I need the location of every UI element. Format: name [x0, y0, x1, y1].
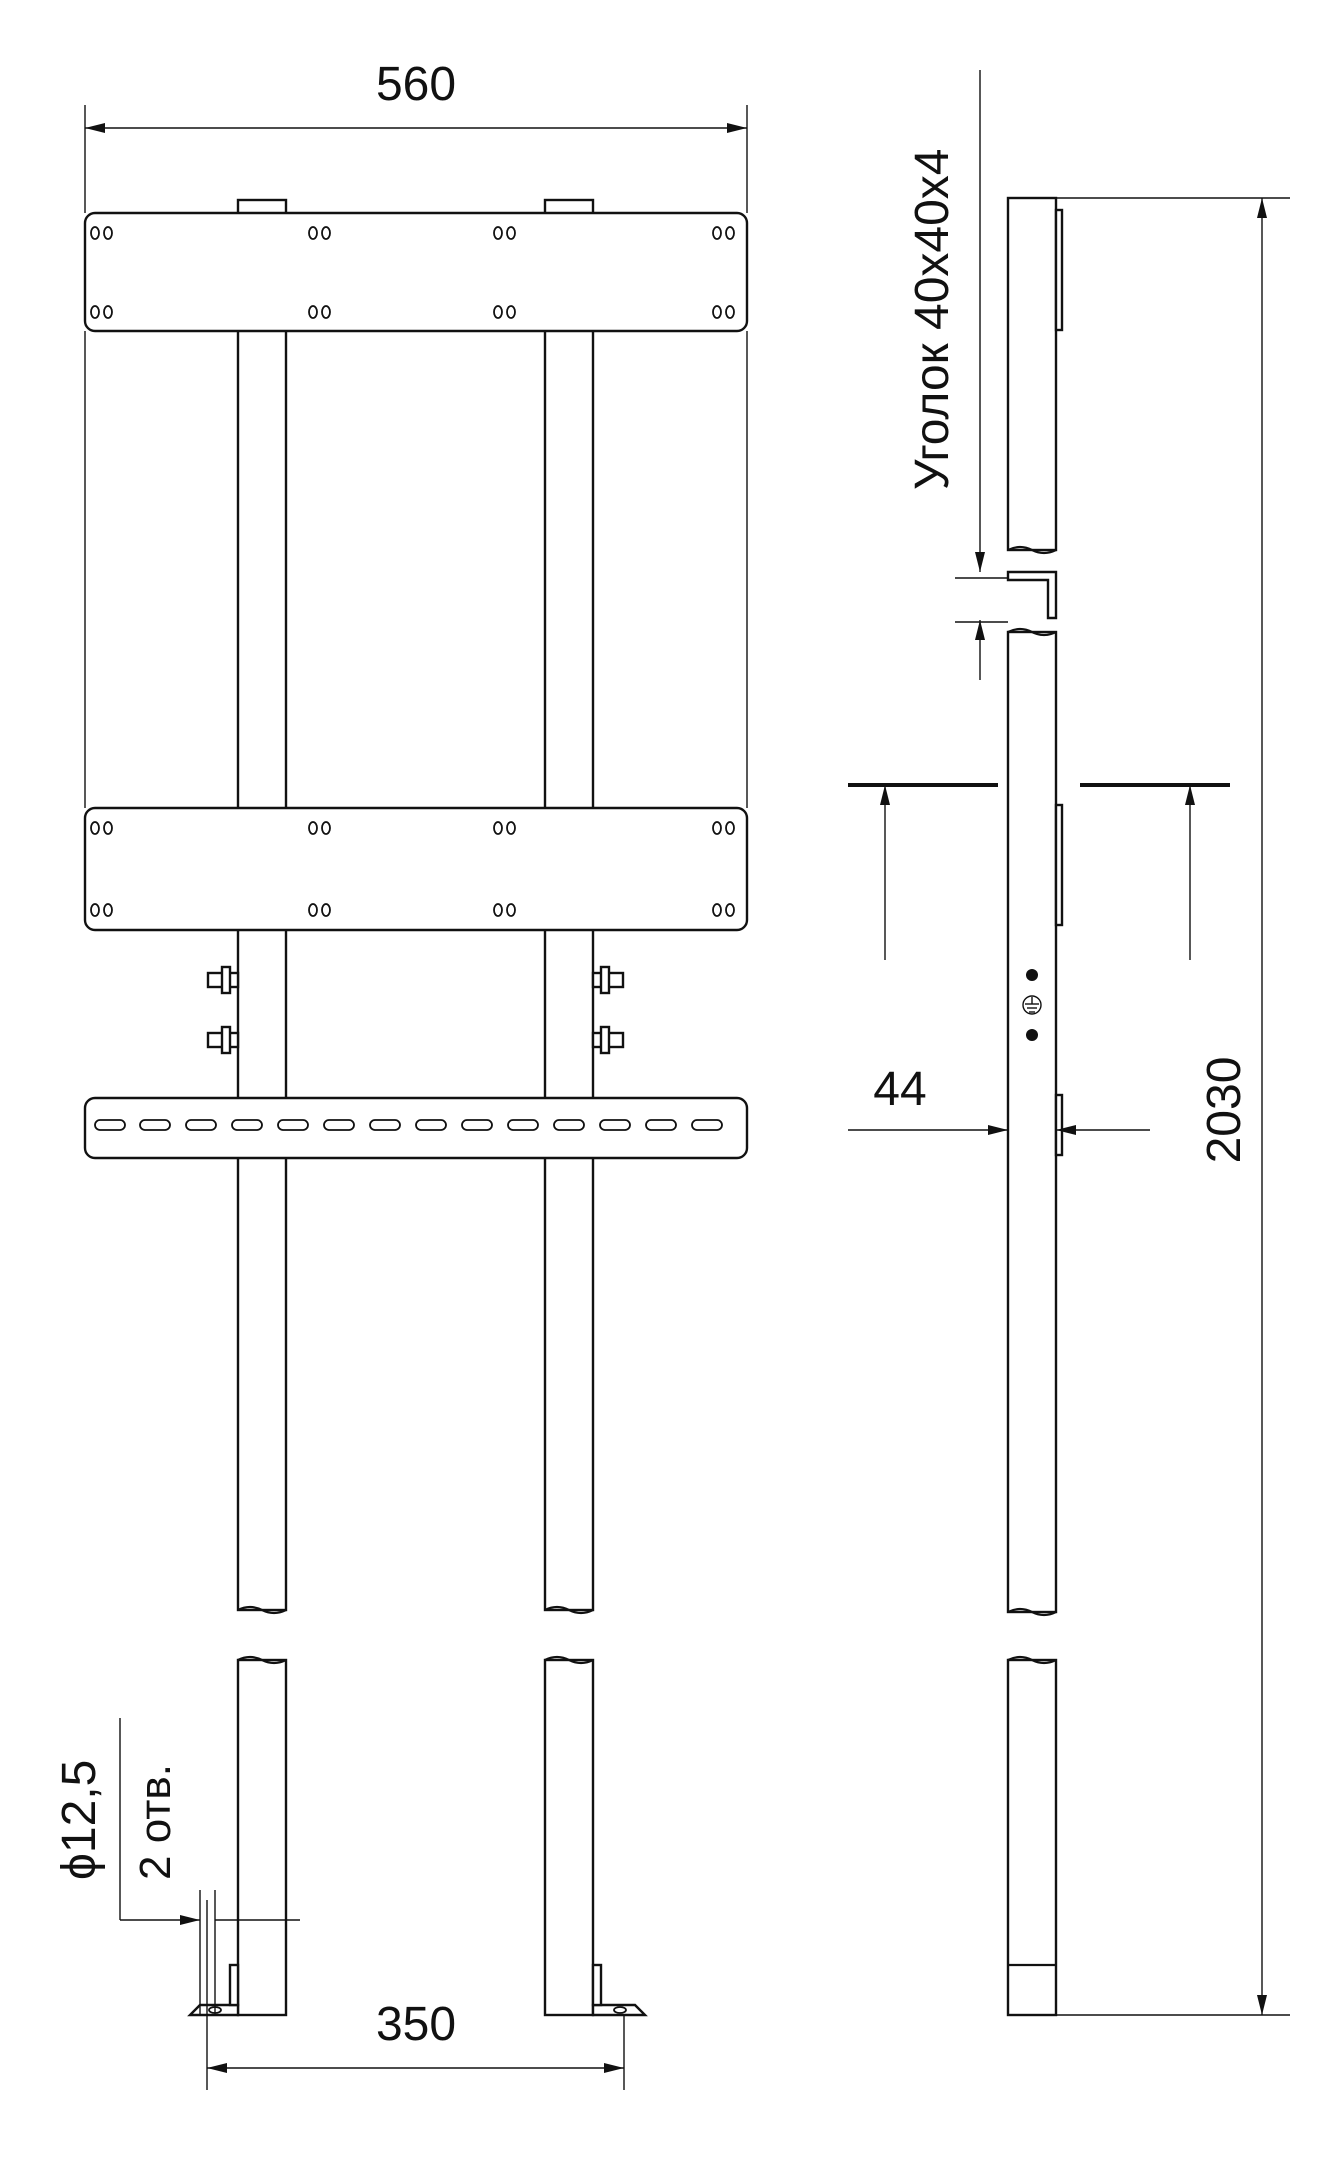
- middle-mounting-plate: [83, 806, 749, 932]
- section-marker-right: [1080, 783, 1230, 960]
- left-clamps: [206, 965, 240, 1055]
- hole-callout: ϕ12,5 2 отв.: [53, 1718, 300, 2015]
- dim-2030-label: 2030: [1198, 1057, 1251, 1164]
- bolt-icon: [1026, 969, 1038, 981]
- dimension-depth-44: 44: [848, 1063, 1150, 1135]
- side-profile-top: [1006, 196, 1058, 552]
- side-profile-bottom: [1006, 1658, 1058, 2017]
- hole-diameter-label: ϕ12,5: [53, 1760, 106, 1880]
- dim-350-label: 350: [376, 1998, 456, 2051]
- middle-plate-holes: [90, 821, 735, 917]
- side-profile-main: [1006, 630, 1058, 1614]
- section-marker-left: [848, 783, 998, 960]
- front-view: 560 350 ϕ12,5 2 отв.: [53, 58, 749, 2090]
- dim-44-label: 44: [873, 1063, 926, 1116]
- left-post-upper: [236, 328, 288, 1612]
- dimension-leg-spacing-350: 350: [206, 1900, 625, 2090]
- hole-count-label: 2 отв.: [131, 1764, 180, 1880]
- angle-leader: Уголок 40х40х4: [906, 70, 1008, 680]
- top-plate-holes: [90, 226, 735, 319]
- dimension-height-2030: 2030: [1056, 197, 1290, 2016]
- dim-560-label: 560: [376, 58, 456, 111]
- dimension-width-560: 560: [84, 58, 748, 213]
- left-post-lower: [236, 1655, 288, 2017]
- top-mounting-plate: [83, 211, 749, 333]
- ground-symbol-icon: [1022, 995, 1042, 1015]
- side-view: 44 Уголок 40х40х4 2030: [848, 70, 1290, 2017]
- bolt-icon: [1026, 1029, 1038, 1041]
- right-post-upper: [543, 328, 595, 1612]
- bottom-plate-slots: [94, 1119, 723, 1131]
- bottom-slotted-plate: [83, 1096, 749, 1160]
- angle-profile-label: Уголок 40х40х4: [906, 149, 959, 490]
- right-post-lower: [543, 1655, 595, 2017]
- left-post-break-top: [237, 1605, 287, 1615]
- right-foot-bracket: [591, 1963, 648, 2017]
- right-clamps: [591, 965, 625, 1055]
- right-post-break-top: [544, 1605, 594, 1615]
- angle-section: [1006, 570, 1058, 620]
- left-foot-bracket: [187, 1963, 240, 2017]
